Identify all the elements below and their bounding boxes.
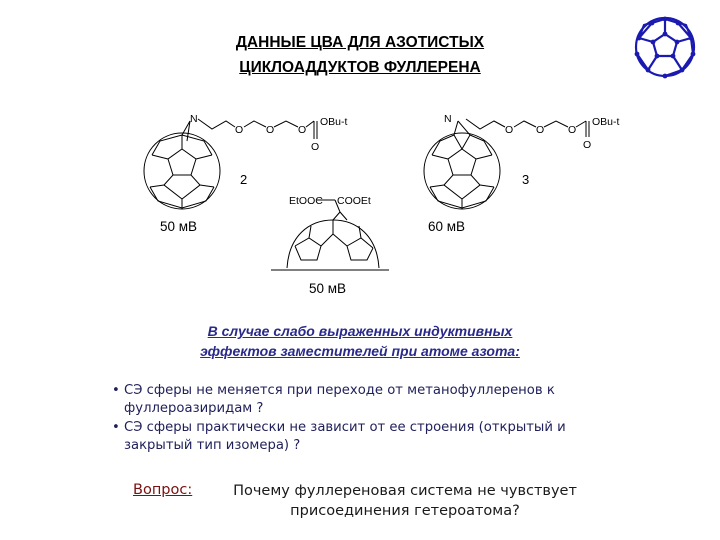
bullet-item-1: СЭ сферы не меняется при переходе от мет…	[112, 382, 582, 418]
s2-oxygen-2: O	[266, 124, 274, 136]
title-line-1: ДАННЫЕ ЦВА ДЛЯ АЗОТИСТЫХ	[235, 34, 485, 51]
potential-label-4: 50 мВ	[309, 281, 347, 296]
conclusion-heading: В случае слабо выраженных индуктивных эф…	[0, 321, 720, 361]
structure-2-drawing: N O O O OBu-t O	[143, 113, 348, 210]
slide-title: ДАННЫЕ ЦВА ДЛЯ АЗОТИСТЫХ ЦИКЛОАДДУКТОВ Ф…	[0, 30, 720, 80]
s2-carbonyl-oxygen: O	[311, 141, 319, 153]
conclusion-heading-line-2: эффектов заместителей при атоме азота:	[200, 343, 520, 359]
s3-oxygen-2: O	[536, 124, 544, 136]
structure-4-drawing: EtOOC COOEt	[271, 195, 389, 271]
conclusion-bullets: СЭ сферы не меняется при переходе от мет…	[112, 382, 582, 456]
title-line-2: ЦИКЛОАДДУКТОВ ФУЛЛЕРЕНА	[239, 59, 481, 76]
structure-3-drawing: N O O O OBu-t O	[423, 113, 620, 210]
conclusion-heading-line-1: В случае слабо выраженных индуктивных	[207, 323, 513, 339]
bullet-item-2: СЭ сферы практически не зависит от ее ст…	[112, 419, 582, 455]
compound-number-3: 3	[522, 172, 530, 187]
s2-oxygen-3: O	[298, 124, 306, 136]
potential-label-3: 60 мВ	[428, 219, 466, 234]
s4-right-ester: COOEt	[337, 195, 371, 207]
compound-number-2: 2	[240, 172, 248, 187]
s3-nitrogen: N	[444, 113, 452, 125]
question-text: Почему фуллереновая система не чувствует…	[233, 483, 577, 519]
s2-nitrogen: N	[190, 113, 198, 125]
s3-oxygen-1: O	[505, 124, 513, 136]
s2-oxygen-1: O	[235, 124, 243, 136]
s3-ester-group: OBu-t	[592, 116, 620, 128]
s3-oxygen-3: O	[568, 124, 576, 136]
s4-left-ester: EtOOC	[289, 195, 323, 207]
fullerene-c60-icon	[634, 16, 696, 79]
s2-ester-group: OBu-t	[320, 116, 348, 128]
potential-label-2: 50 мВ	[160, 219, 198, 234]
question-label: Вопрос:	[133, 482, 193, 498]
s3-carbonyl-oxygen: O	[583, 139, 591, 151]
